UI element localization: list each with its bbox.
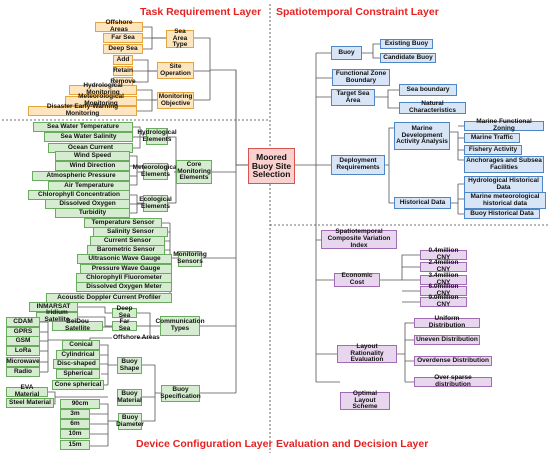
objective-disaster: Disaster Early-Warning Monitoring	[28, 103, 137, 117]
objective-hydro: Hydrological Monitoring	[69, 82, 137, 96]
layer-dividers	[2, 4, 548, 453]
fishery-activity: Fishery Activity	[464, 145, 522, 155]
buoy-material-node: Buoy Material	[117, 389, 142, 406]
comm-lora: LoRa	[6, 346, 40, 356]
meteo-item-pressure: Atmospheric Pressure	[32, 171, 130, 181]
layout-rationality-node: Layout Rationality Evaluation	[337, 343, 397, 363]
optimal-layout-scheme: Optimal Layout Scheme	[340, 390, 390, 410]
meteorological-elements-node: Meteorological Elements	[133, 163, 178, 180]
material-steel: Steel Material	[6, 398, 54, 408]
shape-conical: Conical	[62, 340, 100, 350]
comm-group-deep-sea: Deep Sea	[112, 305, 137, 319]
spatio-layer-title: Spatiotemporal Constraint Layer	[276, 6, 439, 18]
operation-add: Add	[113, 55, 133, 65]
existing-buoy: Existing Buoy	[380, 39, 433, 49]
eco-item-turbidity: Turbidity	[55, 208, 130, 218]
marine-functional-zoning: Marine Functional Zoning	[464, 118, 544, 132]
diameter-3m: 3m	[60, 409, 90, 419]
buoy-shape-node: Buoy Shape	[117, 357, 142, 374]
hydrological-historical-data: Hydrological Historical Data	[464, 176, 543, 193]
sensor-adcp: Acoustic Doppler Current Profiler	[46, 293, 172, 303]
comm-group-offshore: Offshore Areas	[113, 334, 160, 341]
meteo-item-wind-direction: Wind Direction	[55, 161, 130, 171]
task-layer-title: Task Requirement Layer	[140, 6, 262, 18]
comm-microwave: Microwave	[6, 357, 40, 367]
diameter-15m: 15m	[60, 440, 90, 450]
overdense-distribution: Overdense Distribution	[414, 356, 492, 366]
target-sea-area-node: Target Sea Area	[331, 89, 375, 106]
natural-characteristics: Natural Characteristics	[399, 100, 466, 114]
cost-3-4: 3.4million CNY	[420, 272, 467, 286]
comm-beidou: BeiDou Satellite	[52, 318, 103, 332]
comm-inmarsat: INMARSAT	[29, 302, 78, 312]
shape-disc: Disc-shaped	[53, 359, 100, 369]
material-eva: EVA Material	[6, 384, 48, 398]
sea-area-deep-sea: Deep Sea	[103, 44, 143, 54]
site-operation-node: Site Operation	[157, 62, 194, 79]
historical-data-node: Historical Data	[394, 197, 451, 209]
uniform-distribution: Uniform Distribution	[414, 315, 480, 329]
functional-zone-boundary: Functional Zone Boundary	[332, 69, 390, 86]
monitoring-objective-node: Monitoring Objective	[157, 92, 194, 109]
comm-radio: Radio	[6, 367, 40, 377]
core-monitoring-node: Core Monitoring Elements	[176, 160, 212, 184]
operation-retain: Retain	[113, 66, 133, 76]
meteo-item-wind-speed: Wind Speed	[55, 151, 130, 161]
uneven-distribution: Uneven Distribution	[414, 335, 480, 345]
sea-area-far-sea: Far Sea	[103, 33, 143, 43]
buoy-node: Buoy	[331, 46, 362, 60]
economic-cost-node: Economic Cost	[334, 272, 380, 287]
over-sparse-distribution: Over sparse distribution	[414, 374, 492, 388]
ecological-elements-node: Ecological Elements	[139, 195, 172, 212]
diameter-10m: 10m	[60, 429, 90, 439]
cost-0-4: 0.4million CNY	[420, 247, 467, 261]
monitoring-sensors-node: Monitoring Sensors	[173, 251, 207, 267]
diameter-90cm: 90cm	[60, 399, 100, 409]
hydro-item-temp: Sea Water Temperature	[33, 122, 133, 132]
device-layer-title: Device Configuration Layer	[136, 438, 273, 450]
cost-2-4: 2.4million CNY	[420, 259, 467, 273]
sea-area-offshore: Offshore Areas	[95, 19, 143, 33]
cost-6-0: 6.0million CNY	[420, 283, 467, 297]
center-node: Moored Buoy Site Selection	[248, 148, 295, 184]
buoy-specification-node: Buoy Specification	[160, 385, 201, 402]
hydrological-elements-node: Hydrological Elements	[137, 128, 177, 145]
buoy-diameter-node: Buoy Diameter	[116, 413, 144, 430]
marine-development-node: Marine Development Activity Analysis	[394, 122, 450, 150]
composite-variation-index: Spatiotemporal Composite Variation Index	[321, 228, 397, 249]
comm-cdam: CDAM	[6, 317, 40, 327]
shape-cone-spherical: Cone spherical	[52, 380, 104, 390]
comm-group-far-sea: Far Sea	[112, 318, 137, 332]
eval-layer-title: Evaluation and Decision Layer	[276, 438, 429, 450]
buoy-historical-data: Buoy Historical Data	[464, 209, 540, 219]
communication-types-node: Communication Types	[155, 316, 205, 336]
candidate-buoy: Candidate Buoy	[380, 53, 436, 63]
hydro-item-salinity: Sea Water Salinity	[44, 132, 133, 142]
sea-area-type-node: Sea Area Type	[166, 28, 194, 48]
diameter-6m: 6m	[60, 419, 90, 429]
objective-meteo: Meteorological Monitoring	[65, 93, 137, 107]
sea-boundary: Sea boundary	[399, 84, 457, 96]
anchorages-subsea: Anchorages and Subsea Facilities	[464, 156, 544, 173]
sensor-ultrasonic-wave: Ultrasonic Wave Gauge	[77, 254, 172, 264]
comm-gsm: GSM	[6, 336, 40, 346]
cost-9-0: 9.0million CNY	[420, 294, 467, 308]
shape-spherical: Spherical	[56, 369, 100, 379]
sensor-oxygen-meter: Dissolved Oxygen Meter	[76, 282, 172, 292]
deployment-requirements-node: Deployment Requirements	[331, 155, 385, 175]
marine-meteorological-historical-data: Marine meteorological historical data	[464, 192, 546, 209]
marine-traffic: Marine Traffic	[464, 133, 520, 143]
